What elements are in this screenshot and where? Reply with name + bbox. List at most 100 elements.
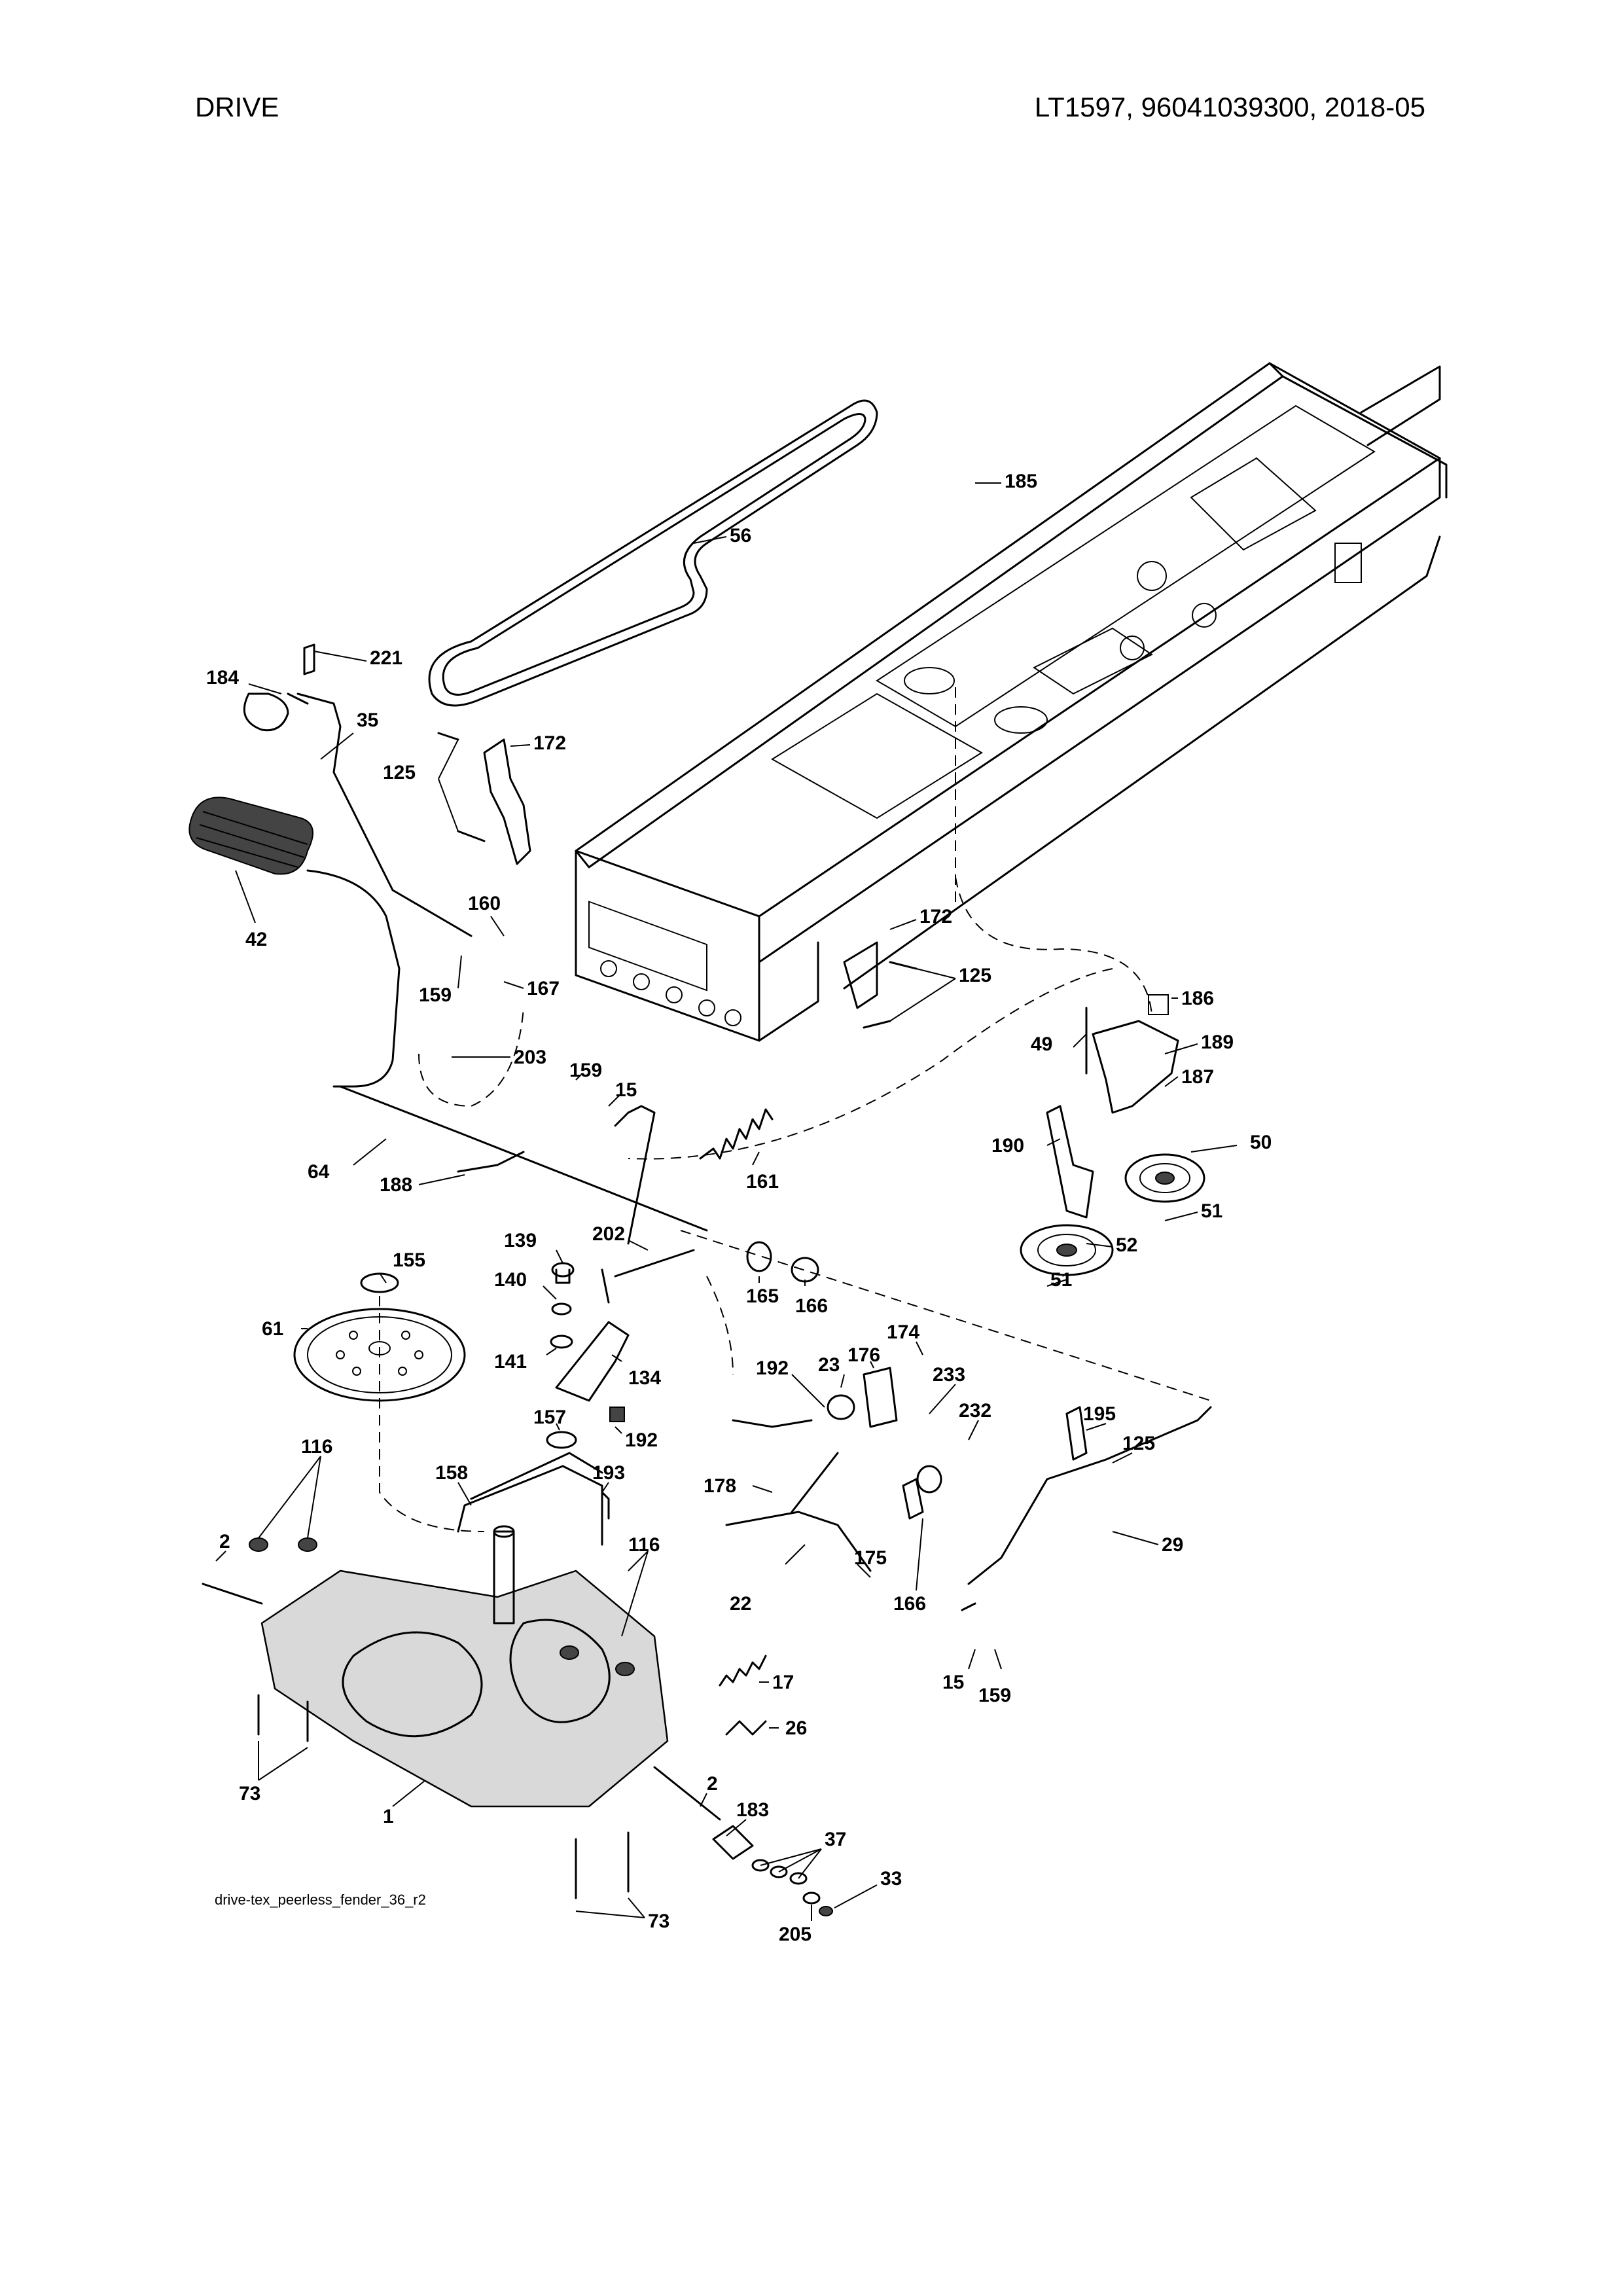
callout-172-lower: 172 xyxy=(919,906,952,927)
washers-37 xyxy=(751,1859,808,1885)
nut-33 xyxy=(819,1906,833,1916)
idler-bracket xyxy=(1085,994,1179,1114)
spring-26 xyxy=(725,1720,767,1736)
callout-165: 165 xyxy=(746,1285,779,1307)
callout-140: 140 xyxy=(494,1269,527,1291)
callout-159-c: 159 xyxy=(978,1685,1011,1706)
callout-161: 161 xyxy=(746,1171,779,1193)
bracket-lower xyxy=(843,941,918,1029)
diagram-filename: drive-tex_peerless_fender_36_r2 xyxy=(215,1892,426,1908)
callout-139: 139 xyxy=(504,1230,537,1251)
callout-116-right: 116 xyxy=(628,1534,660,1556)
callout-141: 141 xyxy=(494,1351,527,1372)
callout-155: 155 xyxy=(393,1249,425,1271)
callout-125-upper: 125 xyxy=(383,762,416,783)
callout-159-b: 159 xyxy=(569,1060,602,1081)
callout-56: 56 xyxy=(730,525,751,547)
callout-64: 64 xyxy=(308,1161,330,1183)
lever-22 xyxy=(725,1419,872,1572)
callout-185: 185 xyxy=(1005,471,1037,492)
callout-2-upper: 2 xyxy=(219,1531,230,1552)
callout-116-left: 116 xyxy=(301,1436,332,1458)
callout-192-b: 192 xyxy=(625,1429,658,1451)
pedal-rod xyxy=(306,869,708,1232)
callout-221: 221 xyxy=(370,647,402,669)
callout-73-upper: 73 xyxy=(239,1783,260,1804)
callout-190: 190 xyxy=(991,1135,1024,1157)
callout-22: 22 xyxy=(730,1593,751,1615)
callout-17: 17 xyxy=(772,1672,794,1693)
callout-160: 160 xyxy=(468,893,501,914)
callout-158: 158 xyxy=(435,1462,468,1484)
callout-61: 61 xyxy=(262,1318,283,1340)
callout-15-b: 15 xyxy=(942,1672,964,1693)
callout-159-a: 159 xyxy=(419,984,452,1006)
callout-166-a: 166 xyxy=(795,1295,828,1317)
callout-188: 188 xyxy=(380,1174,412,1196)
callout-195: 195 xyxy=(1083,1403,1116,1425)
callout-192-a: 192 xyxy=(756,1357,789,1379)
routing-dashes xyxy=(379,687,1211,1532)
shift-rod xyxy=(243,643,473,937)
callout-232: 232 xyxy=(959,1400,991,1422)
callout-23: 23 xyxy=(818,1354,840,1376)
callout-189: 189 xyxy=(1201,1031,1234,1053)
spring-161 xyxy=(699,1108,774,1160)
bolts-73-lower xyxy=(575,1831,630,1899)
callout-174: 174 xyxy=(887,1321,919,1343)
callout-175: 175 xyxy=(854,1547,887,1569)
washer-205 xyxy=(802,1892,821,1905)
callout-52: 52 xyxy=(1116,1234,1137,1256)
idler-pulley-upper xyxy=(1124,1153,1205,1203)
callout-51-b: 51 xyxy=(1050,1269,1072,1291)
callout-203: 203 xyxy=(514,1047,546,1068)
idler-pulley-lower xyxy=(1020,1224,1114,1276)
callout-15-a: 15 xyxy=(615,1079,637,1101)
arm-202 xyxy=(601,1241,819,1304)
brake-pedal xyxy=(188,797,313,875)
callout-183: 183 xyxy=(736,1799,769,1821)
spring-17 xyxy=(719,1655,767,1687)
bolts-73-upper xyxy=(257,1694,309,1742)
callout-125-right: 125 xyxy=(1122,1433,1155,1454)
callout-49: 49 xyxy=(1031,1033,1052,1055)
callout-33: 33 xyxy=(880,1868,902,1890)
callout-167: 167 xyxy=(527,978,560,999)
bracket-190 xyxy=(1046,1105,1094,1219)
callout-172-upper: 172 xyxy=(533,732,566,754)
callout-205: 205 xyxy=(779,1924,812,1945)
callout-1: 1 xyxy=(383,1806,394,1827)
callout-176: 176 xyxy=(847,1344,880,1366)
callout-2-lower: 2 xyxy=(707,1773,718,1795)
callout-29: 29 xyxy=(1162,1534,1183,1556)
bracket-upper xyxy=(437,732,531,865)
rod-158 xyxy=(457,1452,610,1546)
callout-125-lower: 125 xyxy=(959,965,991,986)
callout-157: 157 xyxy=(533,1407,566,1428)
drive-belt xyxy=(428,399,878,707)
callouts: 185 56 221 184 35 172 125 42 160 159 167… xyxy=(206,471,1272,1945)
rod-29 xyxy=(961,1406,1212,1611)
callout-193: 193 xyxy=(592,1462,625,1484)
callout-202: 202 xyxy=(592,1223,625,1245)
callout-50: 50 xyxy=(1250,1132,1272,1153)
callout-35: 35 xyxy=(357,709,378,731)
spacer-183 xyxy=(712,1825,754,1860)
callout-134: 134 xyxy=(628,1367,661,1389)
callout-26: 26 xyxy=(785,1717,807,1739)
bracket-134 xyxy=(546,1262,630,1449)
section-title: DRIVE xyxy=(195,92,279,122)
pivot-rod xyxy=(457,1105,656,1245)
model-info: LT1597, 96041039300, 2018-05 xyxy=(1034,92,1425,122)
callout-37: 37 xyxy=(825,1829,846,1850)
bracket-176 xyxy=(827,1367,942,1520)
callout-73-lower: 73 xyxy=(648,1910,669,1932)
callout-186: 186 xyxy=(1181,988,1214,1009)
callout-187: 187 xyxy=(1181,1066,1214,1088)
callout-178: 178 xyxy=(704,1475,736,1497)
callout-184: 184 xyxy=(206,667,239,689)
leader-lines xyxy=(215,482,1238,1921)
callout-51-a: 51 xyxy=(1201,1200,1222,1222)
callout-42: 42 xyxy=(245,929,267,950)
